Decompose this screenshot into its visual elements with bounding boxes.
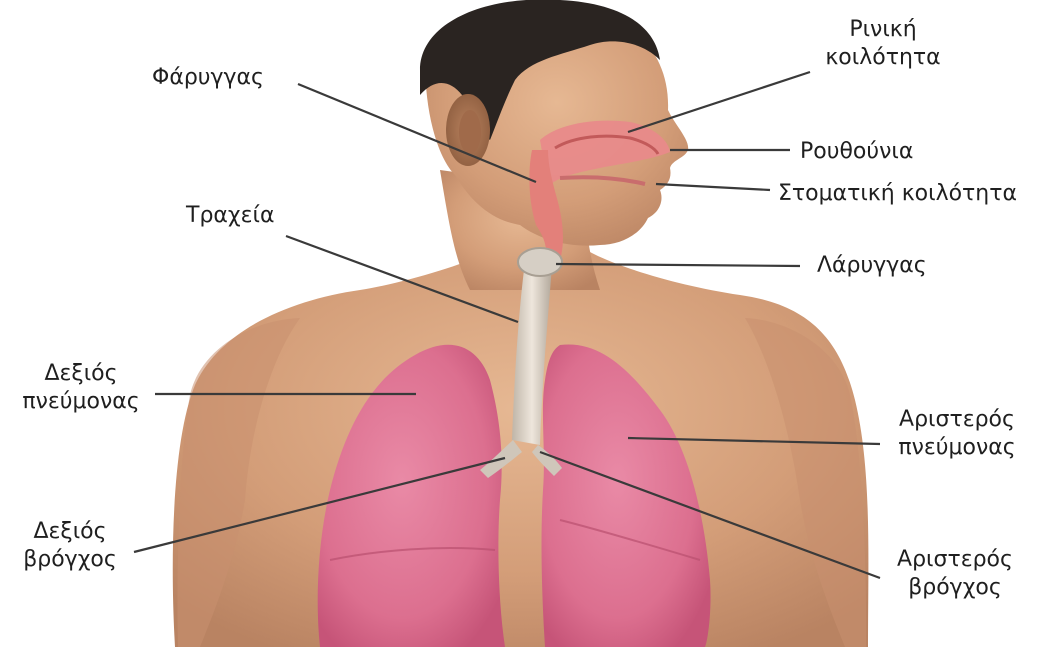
label-pharynx: Φάρυγγας	[152, 64, 264, 92]
label-trachea: Τραχεία	[186, 202, 274, 230]
leader-oral-cavity	[656, 184, 770, 190]
label-left-bronchus: Αριστερός βρόγχος	[880, 546, 1030, 602]
label-nostrils: Ρουθούνια	[800, 138, 913, 166]
label-oral-cavity: Στοματική κοιλότητα	[778, 180, 1017, 208]
label-left-lung: Αριστερός πνεύμονας	[882, 406, 1032, 462]
label-right-bronchus: Δεξιός βρόγχος	[0, 518, 140, 574]
label-larynx: Λάρυγγας	[817, 252, 927, 280]
label-nasal-cavity: Ρινική κοιλότητα	[808, 16, 958, 72]
label-right-lung: Δεξιός πνεύμονας	[6, 360, 156, 416]
